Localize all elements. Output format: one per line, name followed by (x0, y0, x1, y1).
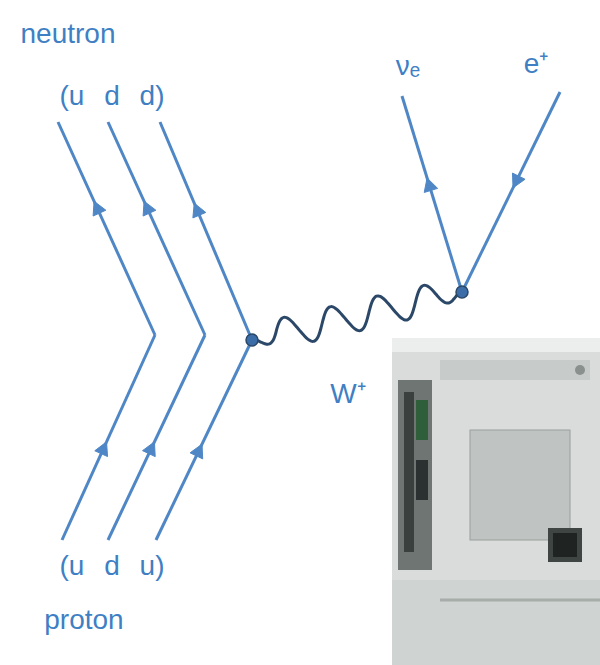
arrowhead (93, 201, 106, 216)
arrowhead (512, 173, 525, 188)
quark-line (108, 335, 205, 540)
arrowhead (95, 442, 108, 457)
arrowhead (143, 442, 156, 457)
w-boson-line (252, 285, 462, 344)
arrowhead (143, 201, 156, 216)
arrowhead (193, 203, 206, 218)
particle-name: proton (44, 605, 123, 636)
vertex-dot (456, 286, 468, 298)
particle-symbol: W⁺ (330, 379, 365, 410)
particle-symbol: νₑ (396, 51, 420, 82)
quark-line (58, 122, 155, 335)
apparatus-photo (392, 338, 600, 665)
quark-content: (u d u) (60, 551, 165, 582)
neutrino-line (402, 96, 462, 292)
vertex-dot (246, 334, 258, 346)
quark-line (108, 122, 205, 335)
particle-name: neutron (21, 19, 116, 50)
quark-line (160, 122, 252, 340)
arrowhead (190, 444, 203, 459)
quark-content: (u d d) (60, 81, 165, 112)
quark-line (156, 340, 252, 540)
arrowhead (424, 178, 437, 192)
quark-line (62, 335, 155, 540)
particle-symbol: e⁺ (524, 49, 549, 80)
positron-line (462, 92, 560, 292)
